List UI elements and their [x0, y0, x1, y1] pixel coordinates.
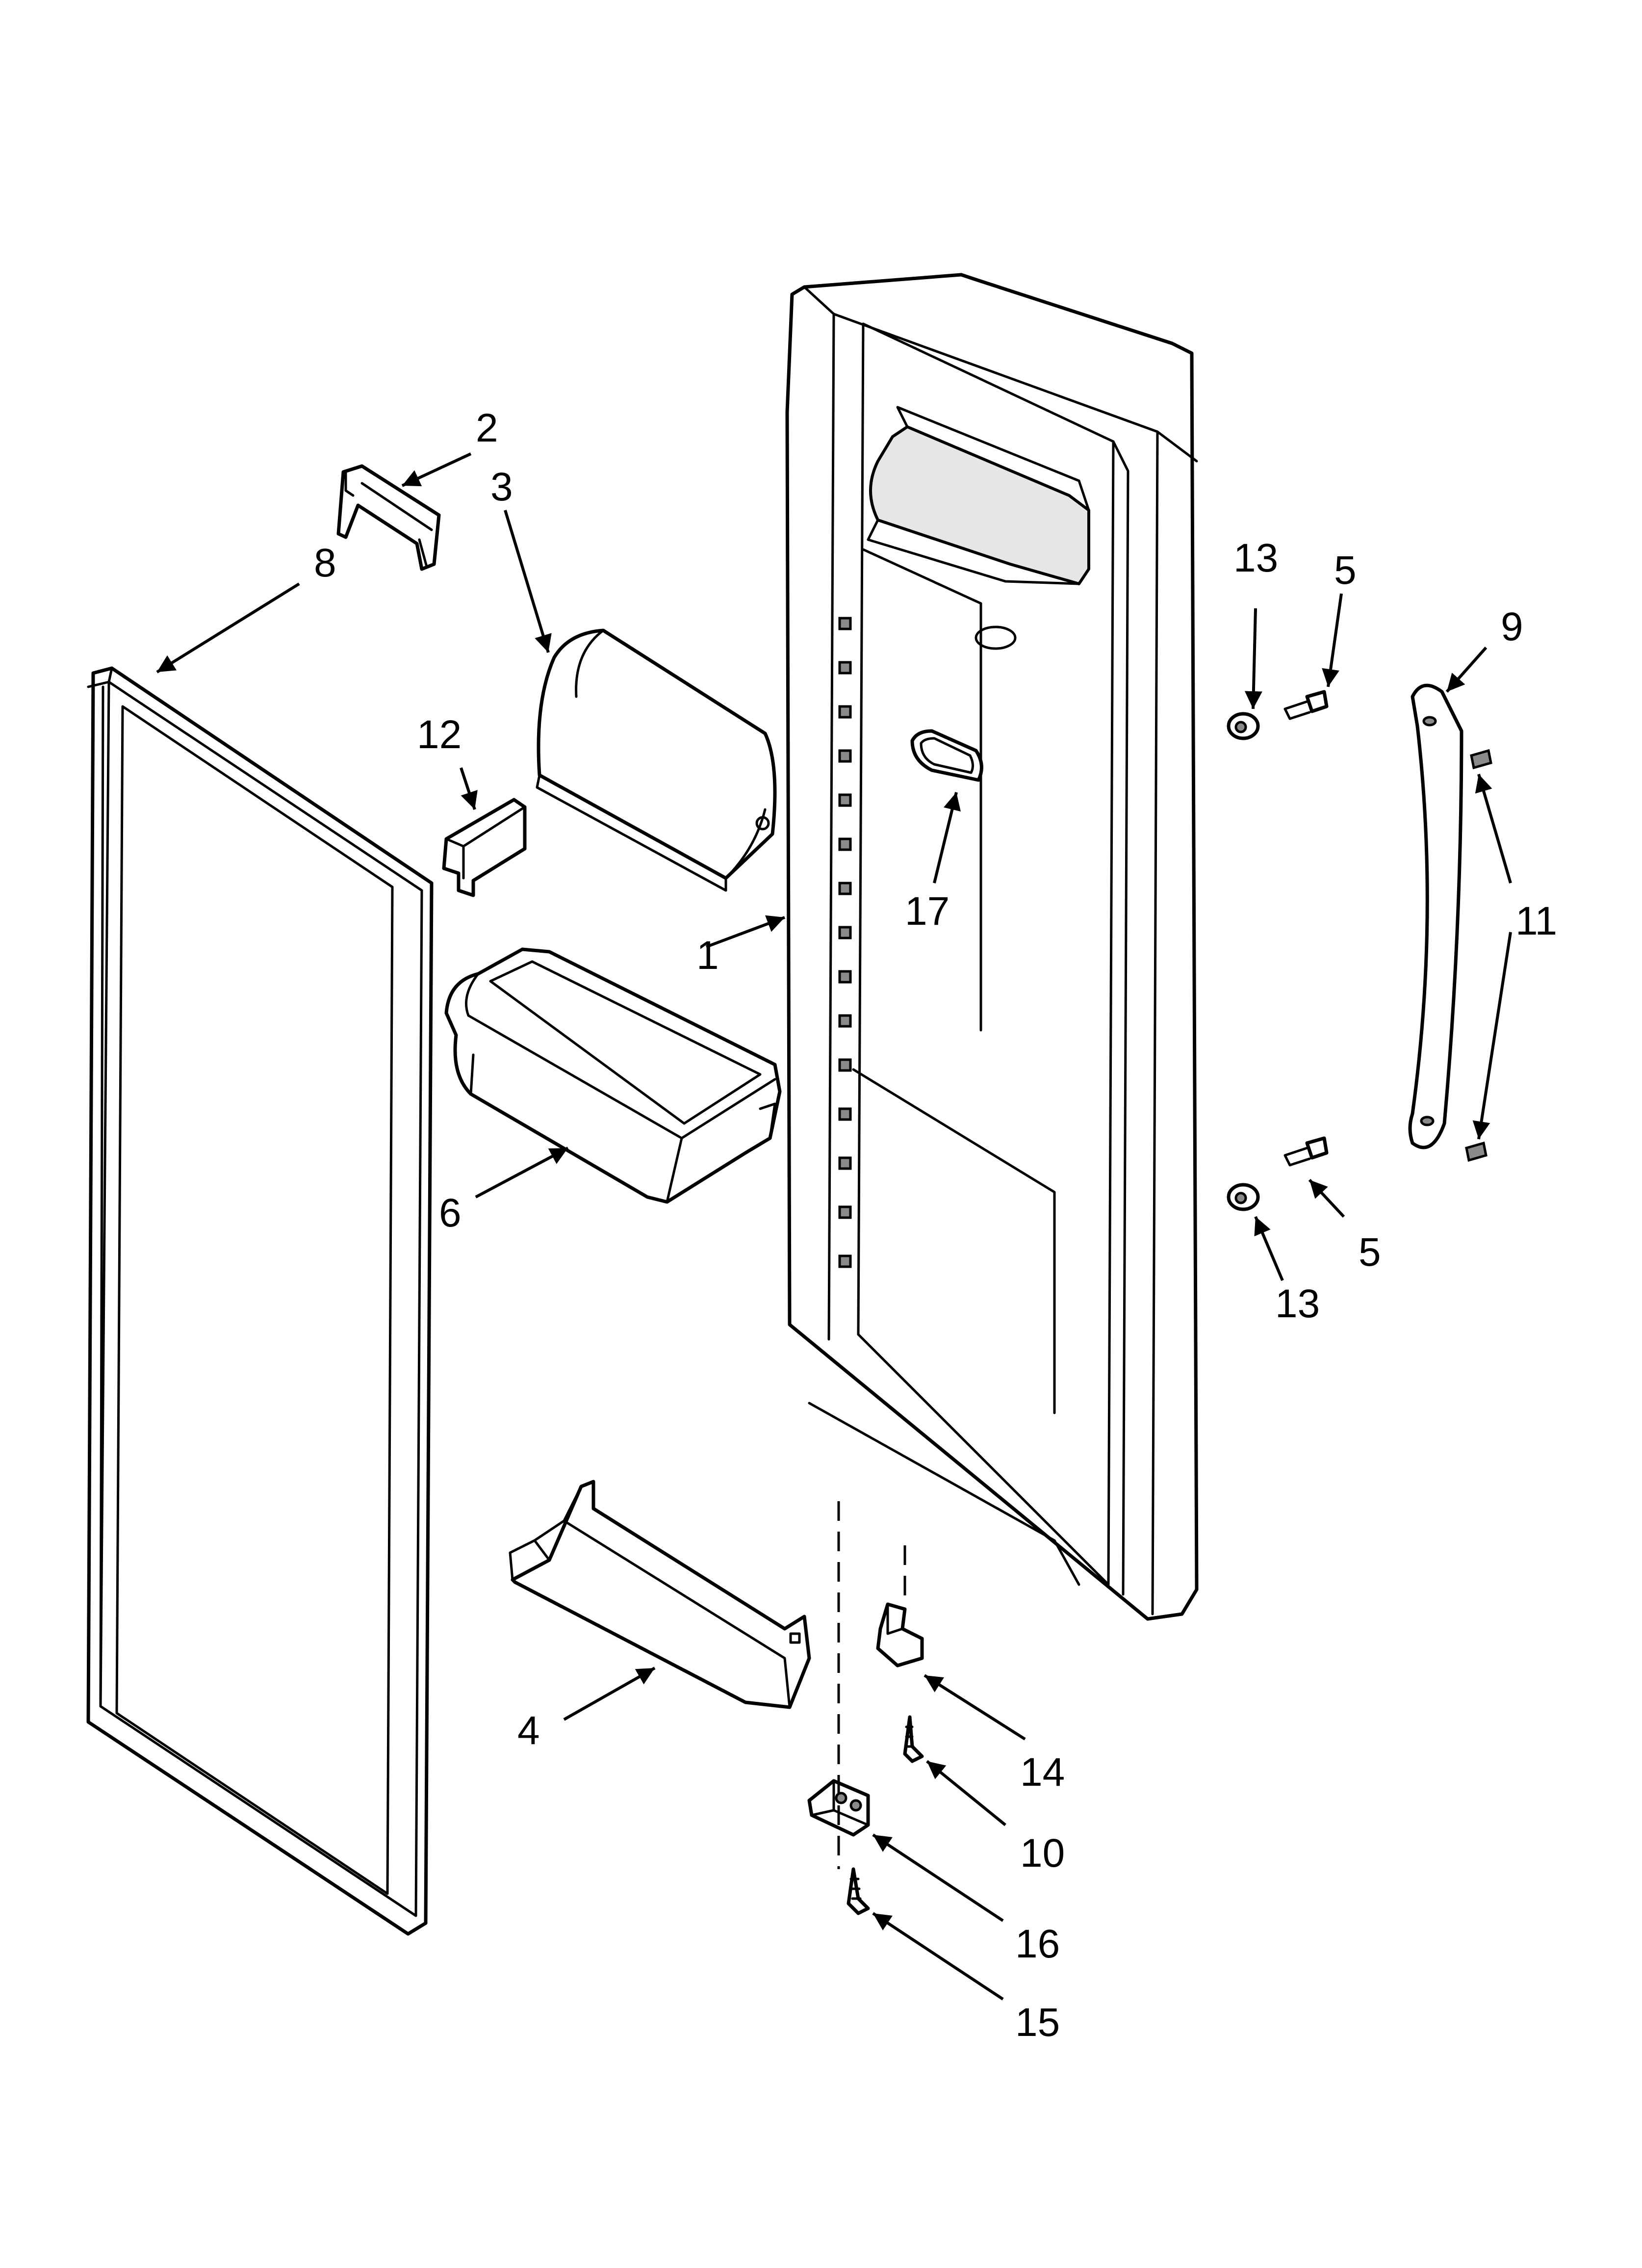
part-5-screw-upper	[1283, 690, 1329, 720]
callout-11: 11	[1515, 899, 1557, 943]
callout-5-lower: 5	[1359, 1230, 1381, 1275]
callout-15: 15	[1015, 2000, 1060, 2045]
assembly-axis-lines	[837, 1501, 906, 1869]
part-6-door-bin	[444, 947, 782, 1204]
part-3-bin-cover	[536, 628, 777, 892]
callout-10: 10	[1020, 1831, 1065, 1876]
callout-16: 16	[1015, 1922, 1060, 1966]
part-13-bushing-lower	[1227, 1183, 1260, 1211]
part-8-door-gasket	[86, 666, 434, 1936]
callout-13-upper: 13	[1233, 536, 1278, 580]
callout-9: 9	[1501, 604, 1523, 649]
part-4-door-bin	[509, 1480, 811, 1709]
callout-2: 2	[476, 406, 498, 450]
part-15-screw	[847, 1867, 870, 1915]
callout-1: 1	[696, 933, 719, 978]
callout-5-upper: 5	[1334, 548, 1357, 593]
part-17-seal	[910, 729, 983, 782]
part-14-hinge-pin	[876, 1602, 924, 1668]
callout-14: 14	[1020, 1750, 1065, 1795]
leader-lines	[156, 452, 1512, 2001]
door-liner-studs	[838, 617, 852, 1268]
callout-13-lower: 13	[1275, 1281, 1320, 1326]
callout-8: 8	[314, 541, 336, 585]
callout-4: 4	[517, 1708, 540, 1753]
part-5-screw-lower	[1283, 1136, 1329, 1167]
callout-3: 3	[490, 465, 513, 509]
part-2-clip	[336, 464, 441, 571]
callout-12: 12	[417, 712, 462, 757]
callout-17: 17	[905, 889, 949, 934]
part-12-bracket	[442, 798, 527, 897]
callout-labels: 2 3 8 12 1 6 4 17 13 5 9 11 5 13 14 10 1…	[314, 406, 1557, 2045]
part-13-bushing-upper	[1227, 712, 1260, 740]
part-11-screw-upper	[1470, 749, 1492, 770]
part-10-hinge-screw	[903, 1715, 924, 1763]
part-11-screw-lower	[1465, 1141, 1488, 1162]
part-1-door-liner	[785, 273, 1199, 1621]
callout-6: 6	[439, 1191, 462, 1235]
part-9-handle	[1408, 683, 1463, 1149]
